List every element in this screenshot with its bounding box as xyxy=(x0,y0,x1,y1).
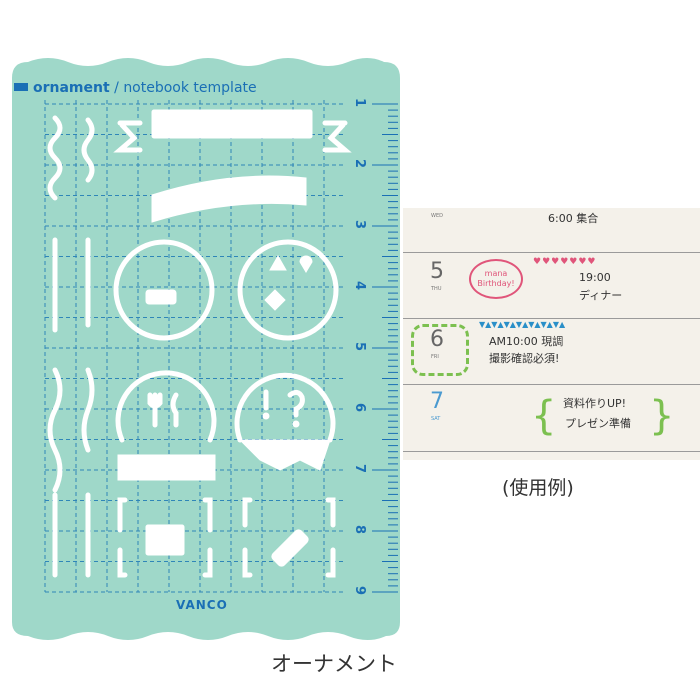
ruler-number: 8 xyxy=(352,524,368,535)
note: 6:00 集合 xyxy=(548,212,599,225)
day-of-week: THU xyxy=(431,286,442,292)
ruler-number: 3 xyxy=(352,219,368,230)
birthday-badge: mana Birthday! xyxy=(469,259,523,299)
ruler-number: 7 xyxy=(352,463,368,474)
green-bracket-right: } xyxy=(649,393,675,439)
ruler-number: 1 xyxy=(352,97,368,108)
note: 撮影確認必須! xyxy=(489,352,560,365)
fork-knife-icon xyxy=(147,392,179,428)
brand-logo: VANCO xyxy=(176,598,228,612)
day-of-week: SAT xyxy=(431,416,441,422)
ruler-number: 2 xyxy=(352,158,368,169)
day-number: 6 xyxy=(430,327,444,352)
exclaim-question-icon xyxy=(263,389,305,418)
ruler-number: 4 xyxy=(352,280,368,291)
day-row: 5 THU mana Birthday! ♥♥♥♥♥♥♥ 19:00 ディナー xyxy=(403,253,700,319)
square-icon xyxy=(14,83,28,91)
day-number: 4 xyxy=(430,208,444,210)
day-of-week: FRI xyxy=(431,354,439,360)
green-bracket-left: { xyxy=(531,393,557,439)
template-header: ornament / notebook template xyxy=(14,80,257,96)
note: プレゼン準備 xyxy=(565,417,631,430)
header-bold: ornament xyxy=(33,80,110,96)
product-caption: オーナメント xyxy=(271,652,397,676)
hearts-row: ♥♥♥♥♥♥♥ xyxy=(533,257,597,267)
usage-example-photo: 4 WED 6:00 集合 5 THU mana Birthday! ♥♥♥♥♥… xyxy=(403,208,700,460)
day-number: 5 xyxy=(430,259,444,284)
day-row: 7 SAT { 資料作りUP! プレゼン準備 } xyxy=(403,385,700,452)
example-caption: (使用例) xyxy=(502,477,574,499)
note: ディナー xyxy=(579,289,623,302)
orange-wave xyxy=(533,234,648,238)
green-frame xyxy=(411,324,469,376)
day-row: 4 WED 6:00 集合 xyxy=(403,208,700,253)
note: 19:00 xyxy=(579,271,611,284)
note: AM10:00 現調 xyxy=(489,335,564,348)
ruler-number: 9 xyxy=(352,585,368,596)
day-number: 7 xyxy=(430,389,444,414)
day-row: 6 FRI ▼▲▼▲▼▲▼▲▼▲▼▲▼▲ AM10:00 現調 撮影確認必須! xyxy=(403,319,700,385)
day-of-week: WED xyxy=(431,213,443,219)
ruler-number: 5 xyxy=(352,341,368,352)
triangle-row: ▼▲▼▲▼▲▼▲▼▲▼▲▼▲ xyxy=(479,320,566,329)
note: 資料作りUP! xyxy=(563,397,627,410)
ruler-number: 6 xyxy=(352,402,368,413)
header-sep: / xyxy=(109,80,124,96)
header-rest: notebook template xyxy=(123,80,257,96)
ornament-template xyxy=(12,58,400,640)
